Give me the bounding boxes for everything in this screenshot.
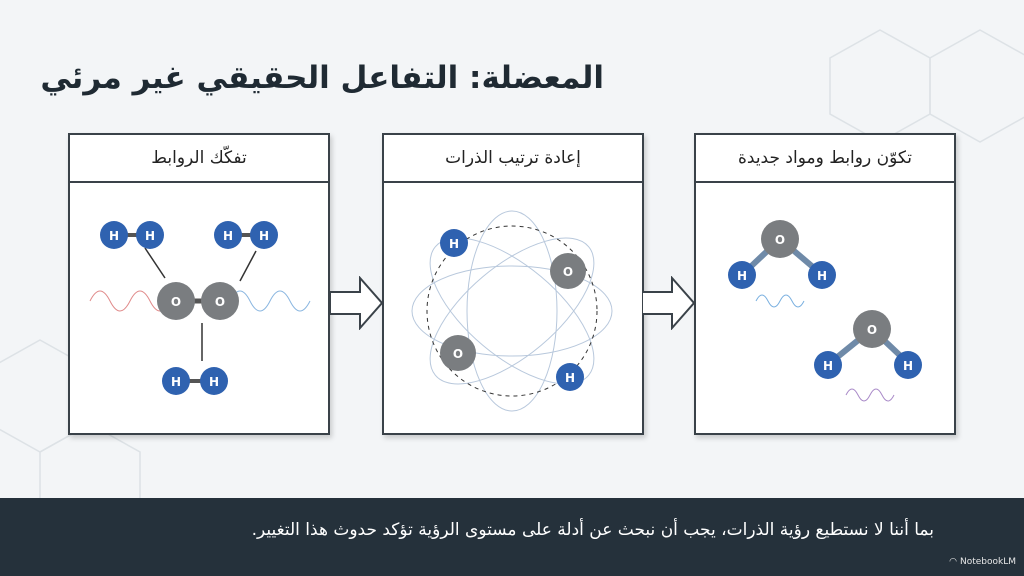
svg-text:O: O bbox=[775, 233, 785, 247]
arrow-right-icon bbox=[642, 276, 696, 330]
panel-atom-rearrangement: إعادة ترتيب الذرات H O O H bbox=[382, 133, 644, 435]
panel-heading: تكوّن روابط ومواد جديدة bbox=[696, 135, 954, 183]
svg-text:O: O bbox=[453, 347, 463, 361]
panel-bond-breaking: تفكّك الروابط H H H H O O H H bbox=[68, 133, 330, 435]
svg-text:H: H bbox=[449, 237, 459, 251]
svg-text:O: O bbox=[867, 323, 877, 337]
svg-text:O: O bbox=[215, 295, 225, 309]
svg-text:H: H bbox=[823, 359, 833, 373]
bond-breaking-illustration: H H H H O O H H bbox=[89, 221, 311, 395]
svg-text:H: H bbox=[817, 269, 827, 283]
caption-text: بما أننا لا نستطيع رؤية الذرات، يجب أن ن… bbox=[251, 520, 934, 540]
svg-text:H: H bbox=[171, 375, 181, 389]
panel-heading: تفكّك الروابط bbox=[70, 135, 328, 183]
rearrangement-illustration: H O O H bbox=[411, 210, 613, 412]
svg-text:H: H bbox=[903, 359, 913, 373]
svg-text:H: H bbox=[223, 229, 233, 243]
water-molecules-illustration: O H H O H H bbox=[728, 220, 922, 402]
panel-bond-formation: تكوّن روابط ومواد جديدة O H H O H H bbox=[694, 133, 956, 435]
svg-text:H: H bbox=[145, 229, 155, 243]
panel-heading: إعادة ترتيب الذرات bbox=[384, 135, 642, 183]
svg-text:H: H bbox=[565, 371, 575, 385]
arrow-right-icon bbox=[330, 276, 384, 330]
caption-banner: بما أننا لا نستطيع رؤية الذرات، يجب أن ن… bbox=[0, 498, 1024, 576]
notebooklm-logo: ◠NotebookLM bbox=[949, 557, 1016, 567]
notebooklm-icon: ◠ bbox=[949, 557, 957, 567]
svg-text:H: H bbox=[209, 375, 219, 389]
svg-text:H: H bbox=[109, 229, 119, 243]
svg-text:O: O bbox=[171, 295, 181, 309]
svg-text:H: H bbox=[737, 269, 747, 283]
svg-text:H: H bbox=[259, 229, 269, 243]
svg-text:O: O bbox=[563, 265, 573, 279]
slide-title: المعضلة: التفاعل الحقيقي غير مرئي bbox=[40, 60, 604, 96]
